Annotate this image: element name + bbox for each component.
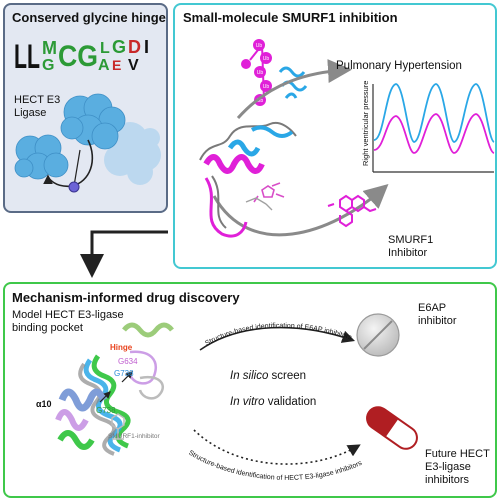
ligase-label-line2: Ligase	[14, 107, 47, 119]
smurf1-structure	[199, 122, 297, 238]
inhibitor-label-line1: SMURF1	[388, 234, 434, 246]
inhibitor-tag: SMURF1-inhibitor	[108, 433, 160, 440]
future-label-line2: E3-ligase	[425, 461, 471, 473]
panel-smurf1-inhibition: Small-molecule SMURF1 inhibition	[173, 3, 497, 269]
in-vitro-validation: In vitro validation	[230, 396, 317, 408]
flow-arrow-icon	[80, 230, 168, 278]
inhibitor-label-line2: Inhibitor	[388, 247, 428, 259]
model-label-line1: Model HECT E3-ligase	[12, 309, 124, 321]
svg-text:G: G	[42, 57, 54, 74]
future-label-line1: Future HECT	[425, 448, 490, 460]
model-label-line2: binding pocket	[12, 322, 83, 334]
svg-text:Ub: Ub	[257, 70, 264, 76]
ligase-label-line1: HECT E3	[14, 94, 61, 106]
svg-text:Ub: Ub	[263, 84, 270, 90]
panel-title: Small-molecule SMURF1 inhibition	[183, 10, 398, 25]
hect-pocket-structure	[55, 322, 174, 456]
disease-label: Pulmonary Hypertension	[336, 60, 462, 72]
svg-text:Ub: Ub	[257, 98, 264, 104]
arc-top-text: Structure-based identification of E6AP i…	[204, 323, 353, 348]
panel-title: Conserved glycine hinge	[12, 10, 166, 25]
panel-drug-discovery: Mechanism-informed drug discovery	[3, 282, 497, 498]
svg-text:E: E	[112, 57, 121, 73]
alpha10-label: α10	[36, 399, 52, 409]
sequence-logo: LL M G CG L A G E D V I	[14, 37, 149, 76]
e6ap-label-line2: inhibitor	[418, 315, 457, 327]
hect-ligase-illustration	[14, 93, 161, 193]
hinge-label: Hinge	[110, 343, 133, 352]
y-axis-label: Right ventricular pressure	[361, 81, 370, 166]
inhibitor-molecule-icon	[327, 194, 377, 228]
svg-text:D: D	[128, 37, 141, 57]
future-capsule-icon	[366, 406, 418, 450]
svg-text:I: I	[144, 37, 149, 57]
e6ap-label-line1: E6AP	[418, 302, 447, 314]
in-silico-screen: In silico screen	[230, 370, 307, 382]
svg-text:L: L	[100, 40, 110, 57]
g738-label-b: G738	[96, 406, 116, 415]
svg-text:Ub: Ub	[263, 56, 270, 62]
svg-text:Ub: Ub	[256, 43, 263, 49]
ubiquitin-chain: Ub Ub Ub Ub Ub	[241, 39, 308, 106]
panel-title: Mechanism-informed drug discovery	[12, 290, 240, 305]
svg-text:A: A	[98, 57, 110, 74]
svg-text:V: V	[128, 57, 139, 74]
future-label-line3: inhibitors	[425, 474, 470, 486]
g634-label: G634	[118, 357, 138, 366]
pressure-chart: Right ventricular pressure	[361, 81, 495, 173]
g738-label-a: G738	[114, 369, 134, 378]
e6ap-pill-icon	[356, 313, 400, 357]
svg-text:G: G	[112, 37, 126, 57]
arc-bottom-text: Structure-based identification of HECT E…	[187, 449, 363, 481]
svg-text:CG: CG	[58, 40, 98, 73]
svg-text:LL: LL	[14, 38, 40, 76]
svg-text:M: M	[42, 38, 57, 58]
